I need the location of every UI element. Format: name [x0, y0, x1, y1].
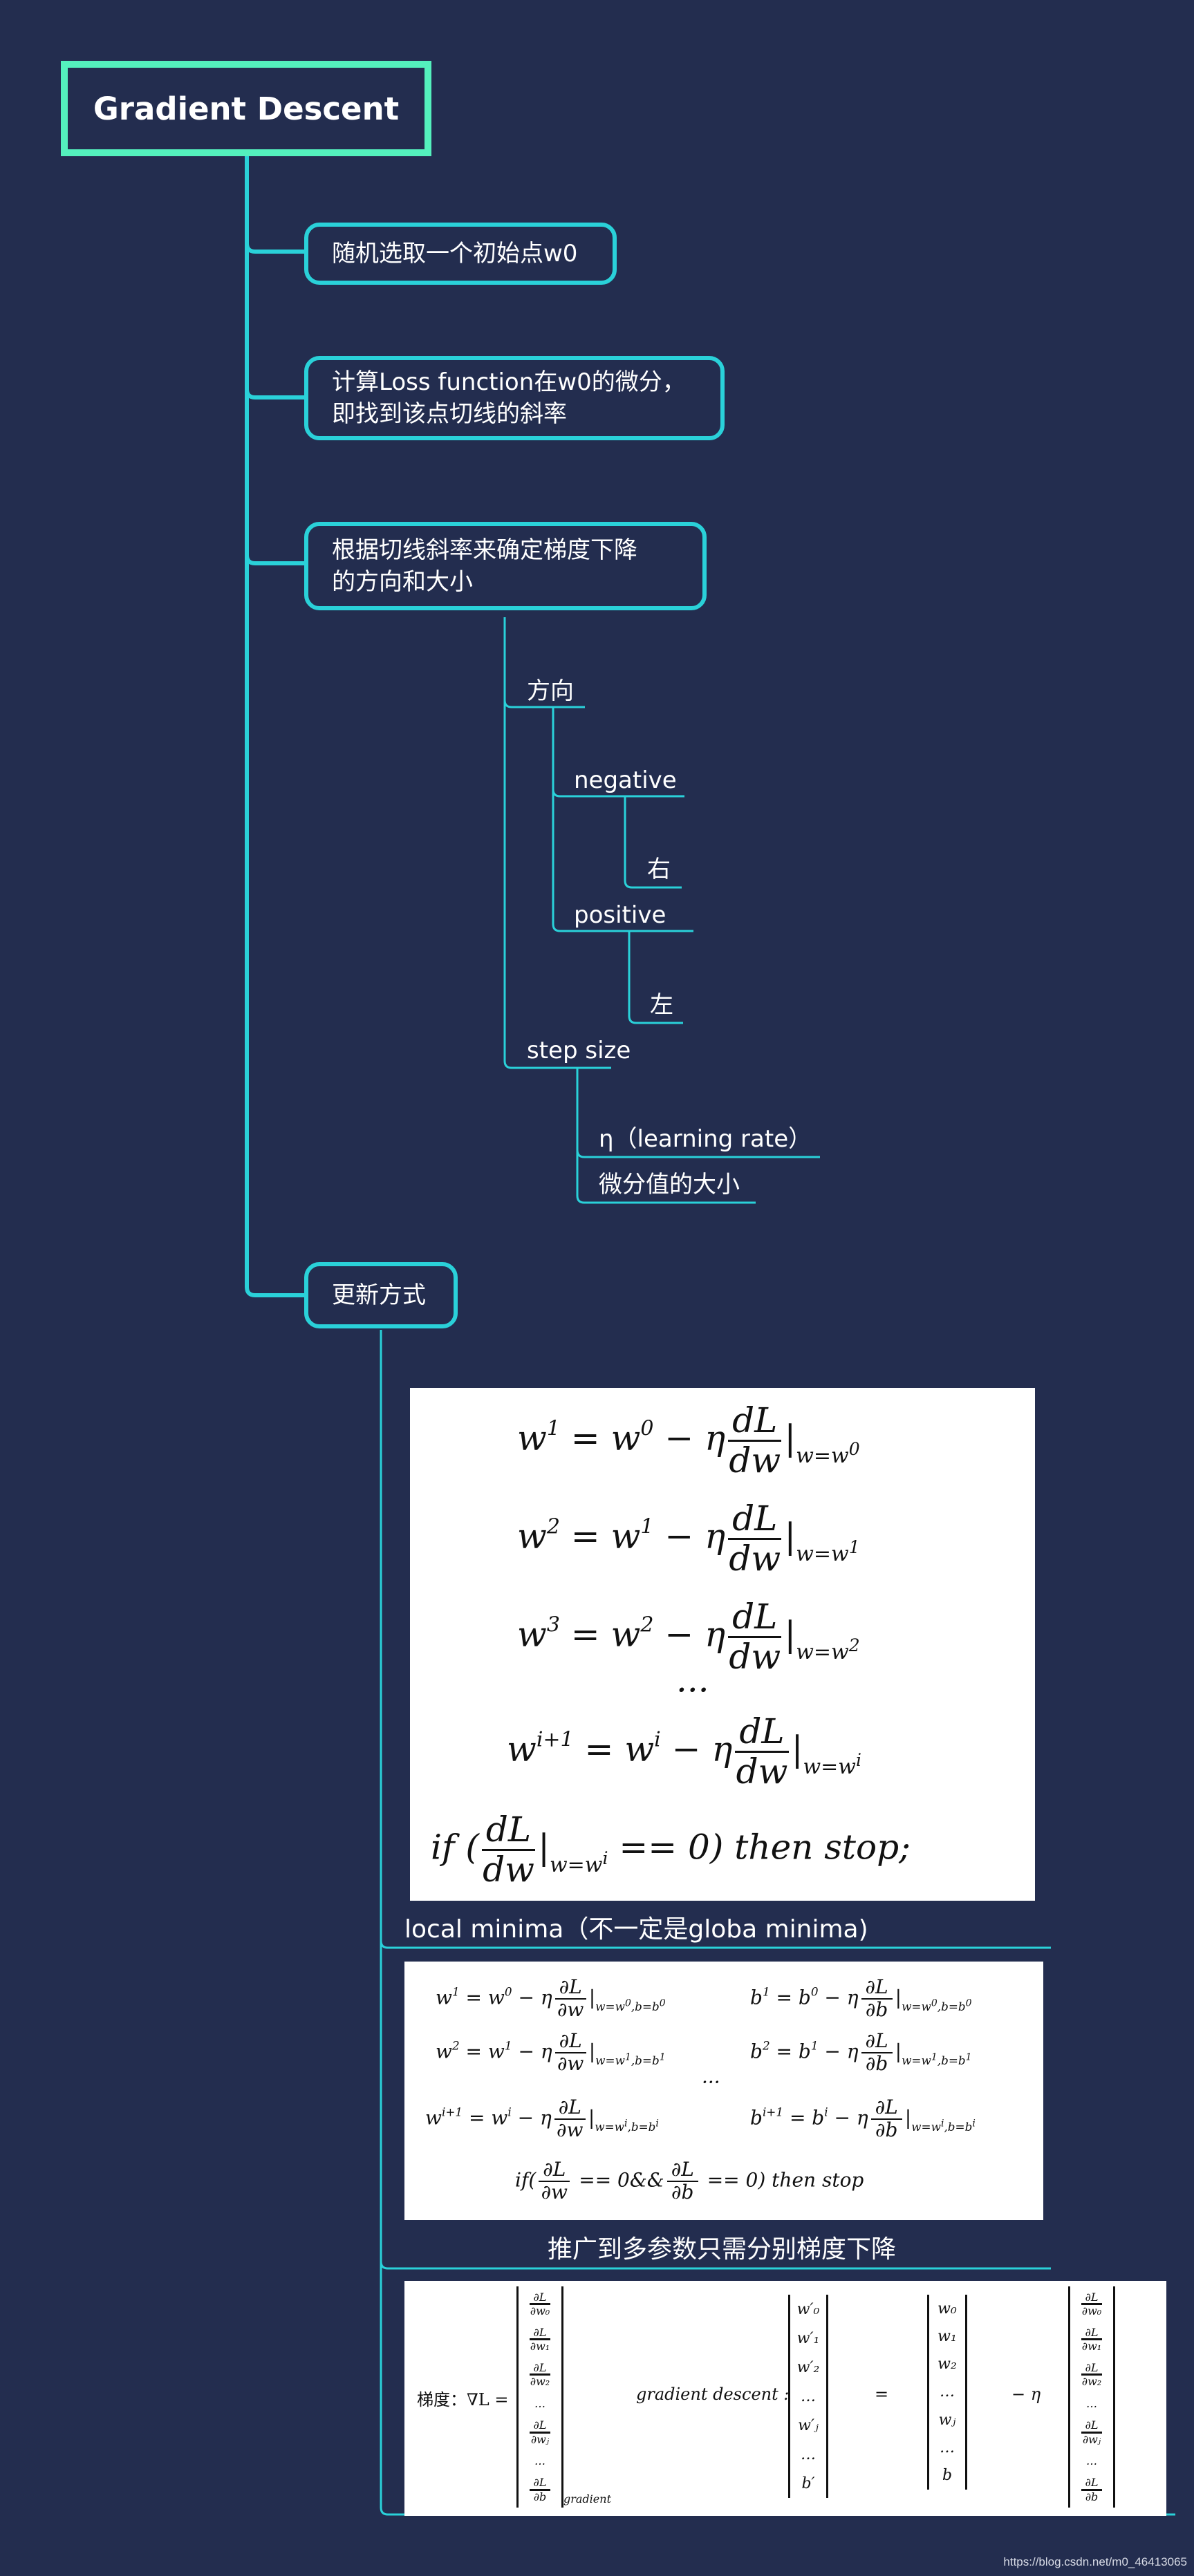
node-direction-and-size[interactable]: 根据切线斜率来确定梯度下降 的方向和大小: [304, 522, 707, 610]
node-direction[interactable]: 方向: [527, 677, 574, 705]
equation-bi-2p: bi+1 = bi − η∂L∂b|w=wi,b=bi: [750, 2096, 976, 2141]
equation-b2-2p: b2 = b1 − η∂L∂b|w=w1,b=b1: [750, 2029, 972, 2075]
gradient-vector-right: ∂L∂w₀ ∂L∂w₁ ∂L∂w₂ … ∂L∂wⱼ … ∂L∂b: [1068, 2286, 1115, 2508]
gradient-subscript: gradient: [563, 2492, 611, 2506]
equation-b1-2p: b1 = b0 − η∂L∂b|w=w0,b=b0: [750, 1975, 972, 2021]
formula-panel-two-params: w1 = w0 − η∂L∂w|w=w0,b=b0 b1 = b0 − η∂L∂…: [404, 1962, 1043, 2220]
node-step-size[interactable]: step size: [527, 1037, 631, 1064]
equation-w1-2p: w1 = w0 − η∂L∂w|w=w0,b=b0: [436, 1975, 666, 2021]
gradient-label-text: 梯度：∇L =: [417, 2390, 509, 2409]
watermark: https://blog.csdn.net/m0_46413065: [1003, 2555, 1187, 2568]
note-local-minima[interactable]: local minima（不一定是globa minima): [404, 1915, 868, 1944]
gradient-descent-label-text: gradient descent :: [636, 2385, 790, 2404]
node-derivative-magnitude[interactable]: 微分值的大小: [599, 1171, 740, 1198]
root-title: Gradient Descent: [93, 90, 400, 127]
equation-wi-2p: wi+1 = wi − η∂L∂w|w=wi,b=bi: [425, 2096, 659, 2141]
equation-ellipsis: ···: [676, 1670, 709, 1710]
node-label: 更新方式: [332, 1281, 426, 1309]
note-multi-parameter[interactable]: 推广到多参数只需分别梯度下降: [548, 2235, 897, 2264]
node-learning-rate[interactable]: η（learning rate）: [599, 1125, 812, 1153]
node-label: 根据切线斜率来确定梯度下降 的方向和大小: [332, 536, 637, 596]
gradient-label: 梯度：∇L =: [417, 2386, 508, 2410]
node-update-method[interactable]: 更新方式: [304, 1262, 458, 1328]
gradient-vector: ∂L∂w₀ ∂L∂w₁ ∂L∂w₂ … ∂L∂wⱼ … ∂L∂b: [516, 2286, 563, 2508]
node-label: 计算Loss function在w0的微分， 即找到该点切线的斜率: [332, 368, 686, 428]
equation-stop-2p: if(∂L∂w == 0&&∂L∂b == 0) then stop: [515, 2158, 864, 2203]
node-random-start[interactable]: 随机选取一个初始点w0: [304, 223, 617, 285]
node-positive-result[interactable]: 左: [650, 991, 673, 1019]
node-positive[interactable]: positive: [574, 901, 666, 929]
equation-w2-2p: w2 = w1 − η∂L∂w|w=w1,b=b1: [436, 2029, 666, 2075]
minus-eta: − η: [1011, 2385, 1041, 2404]
equation-ellipsis-2p: ···: [702, 2071, 720, 2094]
root-node[interactable]: Gradient Descent: [61, 61, 431, 156]
node-compute-derivative[interactable]: 计算Loss function在w0的微分， 即找到该点切线的斜率: [304, 356, 725, 440]
gradient-descent-label: gradient descent :: [636, 2385, 789, 2404]
node-label: 随机选取一个初始点w0: [332, 240, 578, 267]
formula-panel-gradient: 梯度：∇L = ∂L∂w₀ ∂L∂w₁ ∂L∂w₂ … ∂L∂wⱼ … ∂L∂b…: [404, 2281, 1166, 2516]
node-negative-result[interactable]: 右: [647, 856, 671, 883]
node-negative[interactable]: negative: [574, 767, 677, 794]
equals-sign: =: [875, 2385, 889, 2404]
